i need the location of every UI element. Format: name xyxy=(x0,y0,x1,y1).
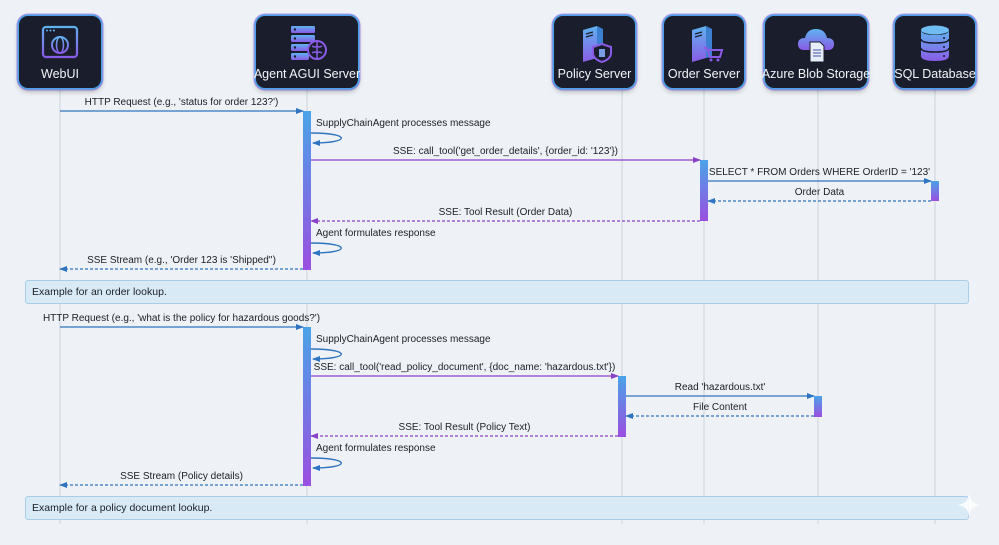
message-label: File Content xyxy=(693,402,747,413)
self-message-label: Agent formulates response xyxy=(316,228,436,239)
self-message-arrow xyxy=(310,457,342,471)
activation-bar xyxy=(814,396,822,417)
sparkle-icon xyxy=(957,493,981,517)
message-label: SSE: call_tool('read_policy_document', {… xyxy=(313,362,616,373)
message-label: Read 'hazardous.txt' xyxy=(674,382,766,393)
cloud-document-icon xyxy=(798,29,834,63)
note-text: Example for an order lookup. xyxy=(32,286,167,298)
server-shield-icon xyxy=(582,26,612,64)
actor-order: Order Server xyxy=(664,16,744,88)
actor-label: SQL Database xyxy=(894,67,976,81)
actor-azure: Azure Blob Storage xyxy=(761,16,871,88)
activation-bar xyxy=(700,160,708,221)
note-policy-lookup: Example for a policy document lookup. xyxy=(25,496,969,520)
actor-agent: Agent AGUI Server xyxy=(253,16,361,88)
actor-sql: SQL Database xyxy=(894,16,976,88)
actor-label: Policy Server xyxy=(557,67,632,81)
note-order-lookup: Example for an order lookup. xyxy=(25,280,969,304)
message-label: SSE: Tool Result (Order Data) xyxy=(438,207,573,218)
message-label: SSE Stream (e.g., 'Order 123 is 'Shipped… xyxy=(87,255,276,266)
self-message-arrow xyxy=(310,132,342,146)
activation-bar xyxy=(303,111,311,270)
message-label: HTTP Request (e.g., 'status for order 12… xyxy=(84,97,279,108)
self-message-arrow xyxy=(310,242,342,256)
actor-policy: Policy Server xyxy=(554,16,635,88)
actor-label: Azure Blob Storage xyxy=(761,67,871,81)
message-label: SELECT * FROM Orders WHERE OrderID = '12… xyxy=(708,167,931,178)
message-label: Order Data xyxy=(794,187,845,198)
self-message-arrow xyxy=(310,348,342,362)
activation-bar xyxy=(618,376,626,437)
server-brain-icon xyxy=(291,26,327,60)
message-label: HTTP Request (e.g., 'what is the policy … xyxy=(42,313,321,324)
actor-label: Agent AGUI Server xyxy=(253,67,361,81)
message-label: SSE Stream (Policy details) xyxy=(120,471,243,482)
activation-bar xyxy=(303,327,311,486)
actor-label: Order Server xyxy=(667,67,741,81)
activation-bar xyxy=(931,181,939,201)
browser-globe-icon xyxy=(41,25,79,59)
self-message-label: SupplyChainAgent processes message xyxy=(316,118,491,129)
actor-webui: WebUI xyxy=(19,16,101,88)
self-message-label: SupplyChainAgent processes message xyxy=(316,334,491,345)
message-label: SSE: Tool Result (Policy Text) xyxy=(398,422,531,433)
database-icon xyxy=(920,25,950,61)
message-label: SSE: call_tool('get_order_details', {ord… xyxy=(393,146,618,157)
self-message-label: Agent formulates response xyxy=(316,443,436,454)
actor-label: WebUI xyxy=(41,67,79,81)
server-cart-icon xyxy=(692,26,724,62)
note-text: Example for a policy document lookup. xyxy=(32,502,213,514)
